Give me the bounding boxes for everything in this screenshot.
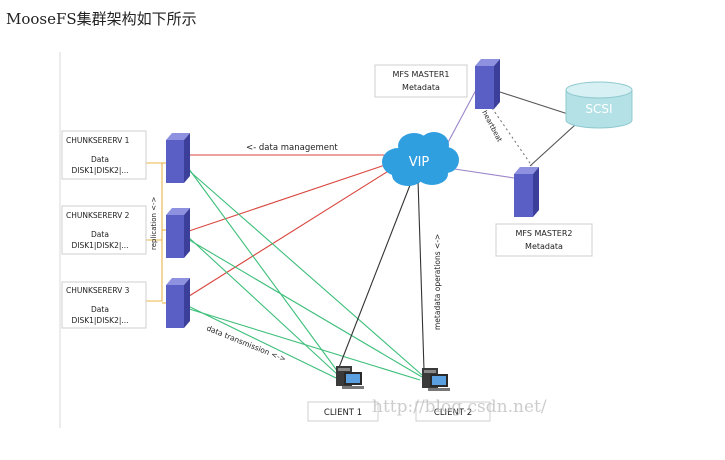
data-transmission-line xyxy=(185,304,337,379)
heartbeat-label: heartbeat xyxy=(480,109,503,143)
client-1-computer-icon xyxy=(336,366,364,389)
chunkserver-1-server-icon xyxy=(166,133,190,183)
client-2-box: CLIENT 2 xyxy=(415,401,491,422)
client-vip-line xyxy=(417,179,425,371)
chunkserver-3-disks: DISK1|DISK2|... xyxy=(71,316,128,325)
master-vip-line xyxy=(444,89,477,149)
chunkserver-2-box: CHUNKSERERV 2 Data DISK1|DISK2|... xyxy=(61,205,147,255)
vip-label: VIP xyxy=(409,155,430,170)
master-2-sub: Metadata xyxy=(525,242,563,251)
chunkserver-3-name: CHUNKSERERV 3 xyxy=(66,286,130,295)
connections xyxy=(145,89,576,381)
watermark: http://blog.csdn.net/ xyxy=(372,397,547,417)
chunkserver-2-disks: DISK1|DISK2|... xyxy=(71,241,128,250)
data-transmission-line xyxy=(185,164,339,373)
data-management-line xyxy=(185,163,389,233)
chunkserver-2-data: Data xyxy=(91,230,109,239)
vip-cloud: VIP xyxy=(382,132,459,186)
chunkserver-3-box: CHUNKSERERV 3 Data DISK1|DISK2|... xyxy=(61,281,147,329)
master-scsi-line xyxy=(499,91,569,115)
page-title: MooseFS集群架构如下所示 xyxy=(6,10,197,28)
master-vip-line xyxy=(447,167,515,179)
data-transmission-line xyxy=(185,167,423,376)
client-vip-line xyxy=(337,179,413,371)
master-scsi-line xyxy=(529,124,576,167)
master-1-box: MFS MASTER1 Metadata xyxy=(374,64,468,98)
replication-line xyxy=(145,162,163,302)
master-2-name: MFS MASTER2 xyxy=(515,229,572,238)
chunkserver-1-name: CHUNKSERERV 1 xyxy=(66,136,130,145)
scsi-label: SCSI xyxy=(585,102,612,116)
chunkserver-2-name: CHUNKSERERV 2 xyxy=(66,211,130,220)
data-transmission-label: data transmission <-> xyxy=(205,324,287,364)
master-2-box: MFS MASTER2 Metadata xyxy=(495,223,593,257)
chunkserver-1-data: Data xyxy=(91,155,109,164)
master-1-sub: Metadata xyxy=(402,83,440,92)
data-transmission-line xyxy=(185,237,423,378)
master-1-name: MFS MASTER1 xyxy=(392,70,449,79)
master-2-server-icon xyxy=(514,167,539,217)
chunkserver-2-server-icon xyxy=(166,208,190,258)
master-1-server-icon xyxy=(475,59,500,109)
scsi-storage: SCSI xyxy=(565,81,633,129)
heartbeat-line xyxy=(491,107,533,167)
chunkserver-3-data: Data xyxy=(91,305,109,314)
chunkserver-3-server-icon xyxy=(166,278,190,328)
client-1-label: CLIENT 1 xyxy=(324,408,362,418)
chunkserver-1-box: CHUNKSERERV 1 Data DISK1|DISK2|... xyxy=(61,130,147,180)
data-management-label: <- data management xyxy=(246,143,338,153)
chunkserver-1-disks: DISK1|DISK2|... xyxy=(71,166,128,175)
replication-label: replication <-> xyxy=(150,196,158,250)
data-transmission-line xyxy=(185,234,339,376)
metadata-operations-label: metadata operations <-> xyxy=(433,234,442,330)
client-2-label: CLIENT 2 xyxy=(434,408,472,418)
data-transmission-line xyxy=(185,307,421,381)
client-2-computer-icon xyxy=(422,368,450,391)
data-management-line xyxy=(185,169,391,299)
client-1-box: CLIENT 1 xyxy=(307,401,379,422)
